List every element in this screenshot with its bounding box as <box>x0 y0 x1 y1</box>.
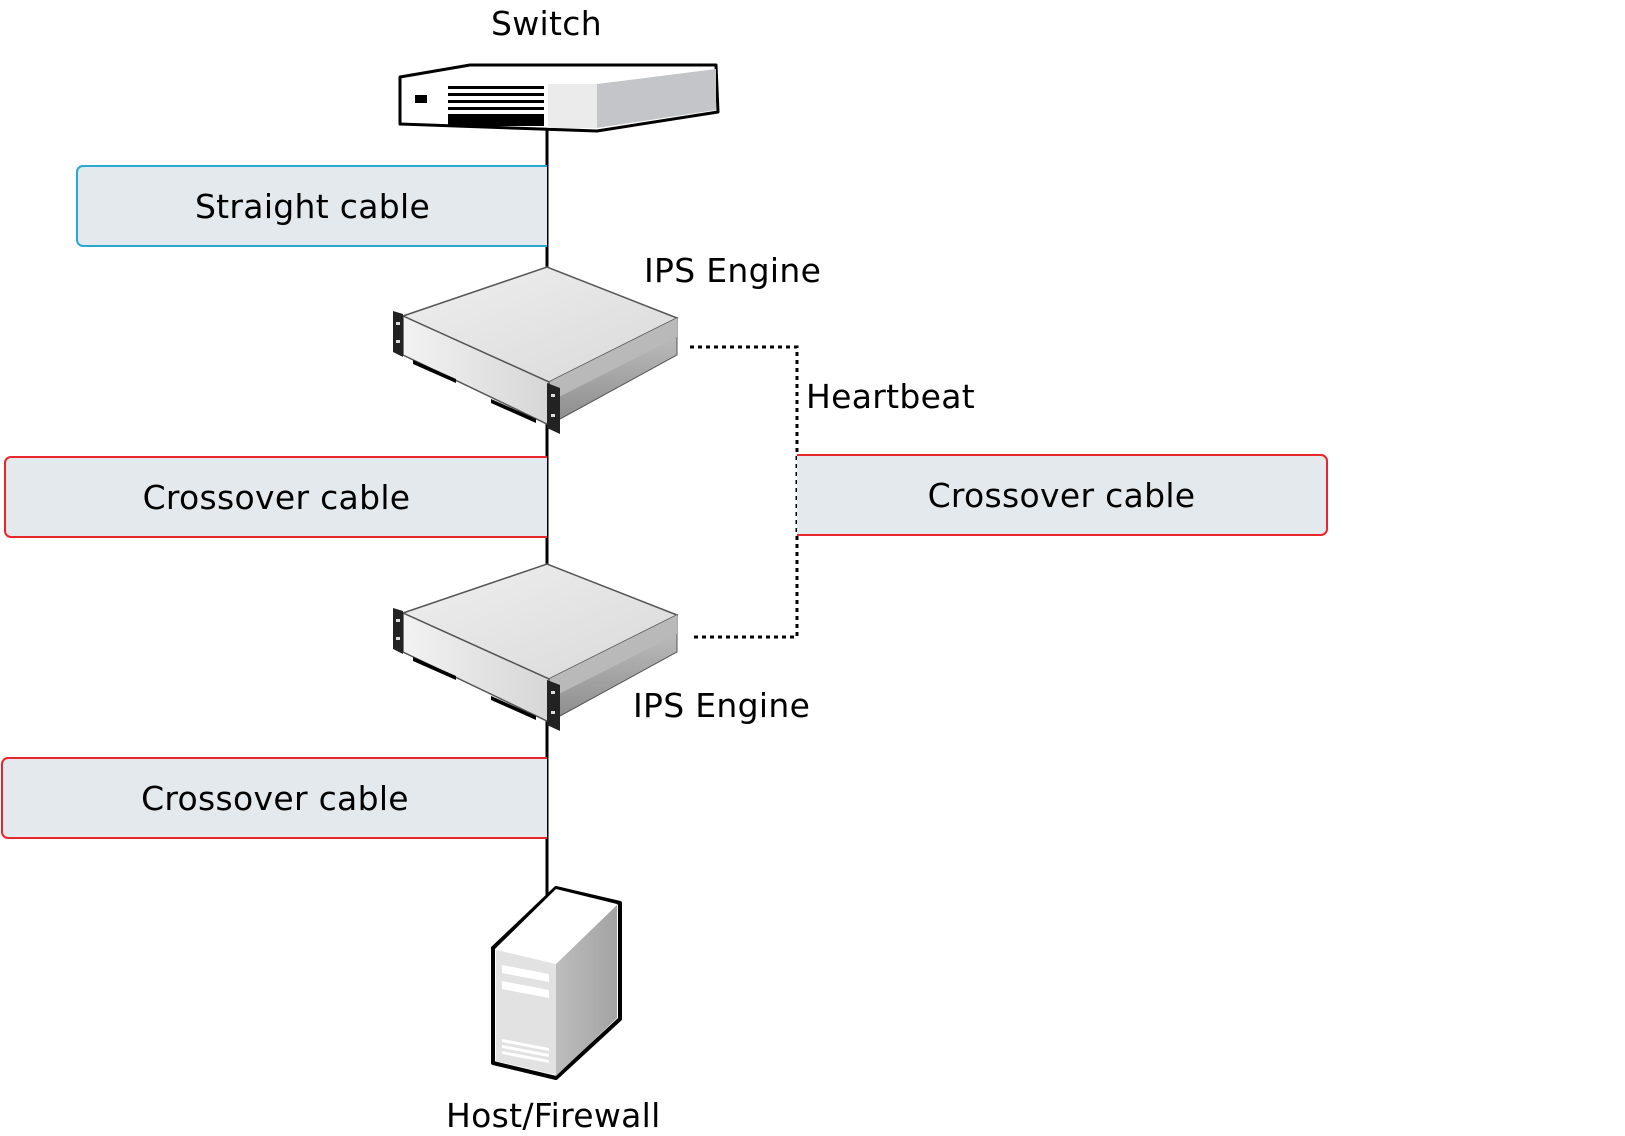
tower-server-icon <box>491 886 622 1080</box>
heartbeat-label: Heartbeat <box>806 377 975 416</box>
ips-engine-top-label: IPS Engine <box>644 251 822 290</box>
crossover-cable-label-heartbeat: Crossover cable <box>797 454 1328 536</box>
ips-engine-icon-bottom <box>393 563 679 731</box>
ips-engine-bottom-label: IPS Engine <box>633 686 811 725</box>
crossover-cable-label-1: Crossover cable <box>4 456 547 538</box>
switch-label: Switch <box>491 4 602 43</box>
switch-icon <box>398 63 720 133</box>
crossover-cable-label-2: Crossover cable <box>1 757 547 839</box>
straight-cable-label: Straight cable <box>76 165 547 247</box>
host-firewall-label: Host/Firewall <box>446 1096 661 1135</box>
heartbeat-dotted-line <box>690 345 799 639</box>
ips-engine-icon-top <box>393 266 679 434</box>
